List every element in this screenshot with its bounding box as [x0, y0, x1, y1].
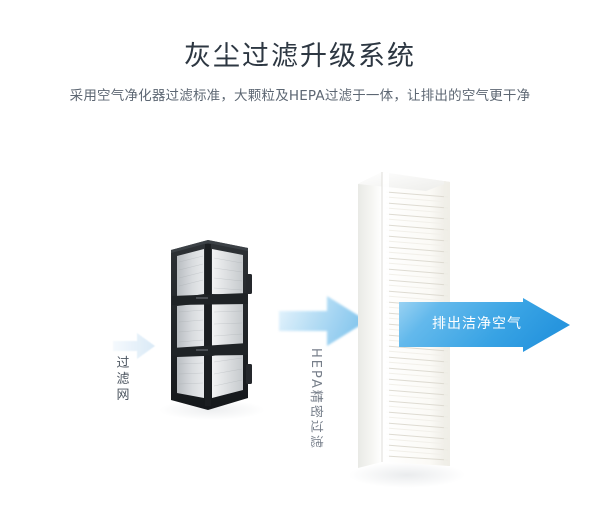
intake-arrow-icon [112, 330, 156, 362]
page-subtitle: 采用空气净化器过滤标准，大颗粒及HEPA过滤于一体，让排出的空气更干净 [69, 88, 531, 104]
hepa-label: HEPA精密过滤 [308, 348, 323, 450]
header: 灰尘过滤升级系统 采用空气净化器过滤标准，大颗粒及HEPA过滤于一体，让排出的空… [0, 0, 600, 106]
prefilter-label: 过滤网 [112, 356, 134, 404]
midflow-arrow-icon [277, 292, 369, 350]
prefilter-label-text: 过滤网 [116, 356, 130, 403]
prefilter-shadow [160, 400, 264, 420]
prefilter-mesh-object [168, 238, 252, 414]
hepa-shadow [348, 462, 466, 488]
output-arrow-label: 排出洁净空气 [432, 316, 522, 332]
page-title: 灰尘过滤升级系统 [184, 41, 416, 72]
output-arrow-icon [399, 298, 571, 352]
